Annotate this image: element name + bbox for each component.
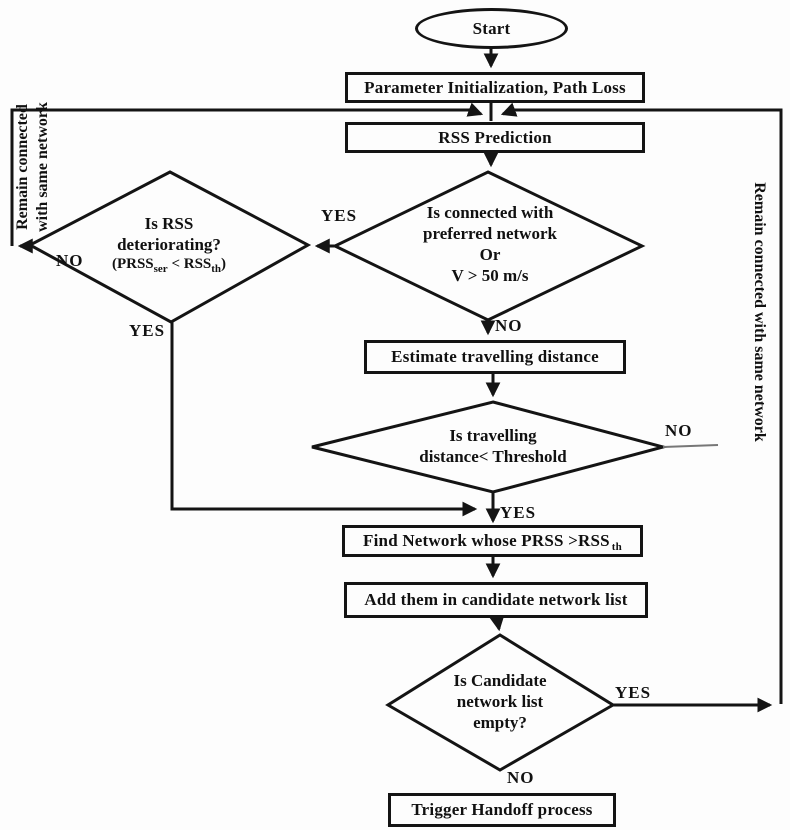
start-terminator: Start xyxy=(415,8,568,49)
connector-right-loop xyxy=(500,102,783,704)
annotation-remain-connected-left: Remain connected with same network xyxy=(14,102,51,232)
decision-candidate-empty-shape xyxy=(385,633,616,772)
process-parameter-initialization: Parameter Initialization, Path Loss xyxy=(345,72,645,103)
process-rss-prediction: RSS Prediction xyxy=(345,122,645,153)
start-label: Start xyxy=(472,18,511,38)
process-add-candidates-label: Add them in candidate network list xyxy=(364,590,628,609)
label-yes-candidate: YES xyxy=(615,683,652,702)
label-yes-rss: YES xyxy=(129,321,166,340)
find-network-subscript: th xyxy=(611,541,622,554)
label-yes-travel: YES xyxy=(500,503,537,522)
connector-travel-no xyxy=(662,444,719,448)
connector-left-loop xyxy=(10,102,484,246)
connector-rss-yes xyxy=(170,322,478,517)
decision-rss-condition: (PRSSser < RSSth) xyxy=(111,256,227,275)
label-no-rss: NO xyxy=(56,251,84,270)
connector-add-to-candidate xyxy=(489,615,505,632)
process-add-candidates: Add them in candidate network list xyxy=(344,582,648,618)
process-trigger-handoff-label: Trigger Handoff process xyxy=(411,800,593,819)
decision-rss-deteriorating-text: Is RSS deteriorating? (PRSSser < RSSth) xyxy=(59,213,279,275)
decision-preferred-network-text: Is connected with preferred network Or V… xyxy=(423,203,557,285)
process-trigger-handoff: Trigger Handoff process xyxy=(388,793,616,827)
label-no-candidate: NO xyxy=(507,768,535,787)
label-no-travel: NO xyxy=(665,421,693,440)
annotation-remain-connected-right: Remain connected with same network xyxy=(751,182,768,442)
decision-travel-distance-text: Is travelling distance< Threshold xyxy=(419,426,567,466)
process-rss-prediction-label: RSS Prediction xyxy=(438,127,552,147)
process-estimate-distance: Estimate travelling distance xyxy=(364,340,626,374)
label-yes-preferred: YES xyxy=(321,206,358,225)
process-estimate-distance-label: Estimate travelling distance xyxy=(391,347,599,366)
process-parameter-initialization-label: Parameter Initialization, Path Loss xyxy=(364,77,626,97)
label-no-preferred: NO xyxy=(495,316,523,335)
decision-candidate-empty-text: Is Candidate network list empty? xyxy=(453,671,547,732)
